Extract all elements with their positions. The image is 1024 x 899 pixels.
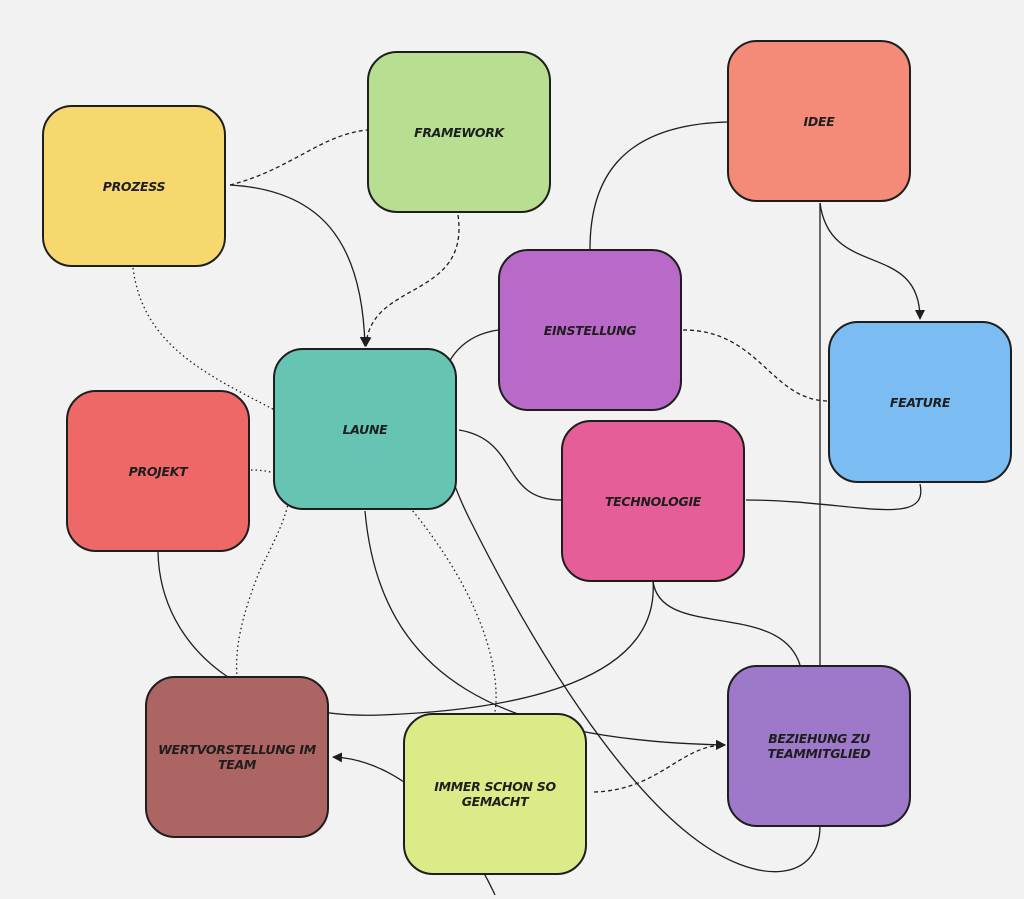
node-wertvorstellung-im-team[interactable]: Wertvorstellung im Team <box>145 676 329 838</box>
node-idee[interactable]: Idee <box>727 40 911 202</box>
edge-prozess-framework <box>229 129 368 186</box>
node-label: Feature <box>889 394 951 410</box>
node-label: Wertvorstellung im Team <box>158 742 316 772</box>
node-framework[interactable]: Framework <box>367 51 551 213</box>
node-label: Idee <box>803 113 835 129</box>
node-feature[interactable]: Feature <box>828 321 1012 483</box>
node-label: Projekt <box>128 463 188 479</box>
node-immer-schon-so-gemacht[interactable]: Immer schon so gemacht <box>403 713 587 875</box>
edge-feature-technologie <box>745 483 922 511</box>
node-label: Laune <box>342 421 388 437</box>
edge-idee-einstellung <box>589 121 728 250</box>
node-label: Einstellung <box>543 322 637 338</box>
edge-framework-laune <box>361 214 460 347</box>
node-label: Beziehung zu Teammitglied <box>767 731 871 761</box>
edge-idee-feature <box>819 202 925 320</box>
node-laune[interactable]: Laune <box>273 348 457 510</box>
node-label: Immer schon so gemacht <box>434 779 556 809</box>
edge-laune-technologie <box>458 429 562 501</box>
node-einstellung[interactable]: Einstellung <box>498 249 682 411</box>
node-label: Technologie <box>604 493 702 509</box>
node-label: Prozess <box>102 178 166 194</box>
node-label: Framework <box>414 124 504 140</box>
edge-laune-beziehung <box>364 510 726 750</box>
node-projekt[interactable]: Projekt <box>66 390 250 552</box>
edge-projekt-wertvorstellung <box>235 469 290 677</box>
node-technologie[interactable]: Technologie <box>561 420 745 582</box>
edge-technologie-beziehung <box>652 580 801 666</box>
node-beziehung-zu-teammitglied[interactable]: Beziehung zu Teammitglied <box>727 665 911 827</box>
edge-immer-beziehung <box>593 740 726 793</box>
edge-prozess-laune <box>229 184 370 347</box>
node-prozess[interactable]: Prozess <box>42 105 226 267</box>
edge-einstellung-feature <box>682 329 829 402</box>
edge-technologie-projekt <box>157 551 654 716</box>
